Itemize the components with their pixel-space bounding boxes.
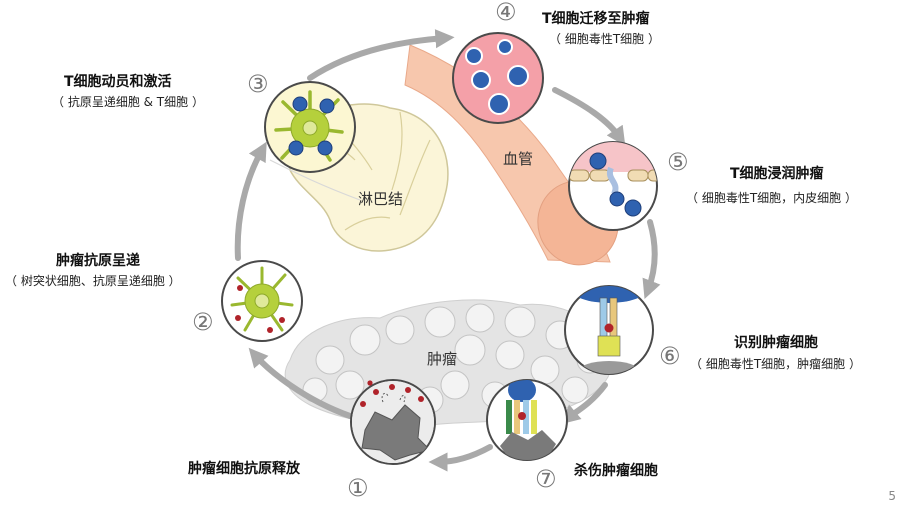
step-1-number: ① — [347, 474, 369, 502]
page-number: 5 — [888, 489, 896, 503]
step-7-title: 杀伤肿瘤细胞 — [574, 463, 658, 479]
step-4-title: T细胞迁移至肿瘤 — [542, 11, 650, 27]
step-5-illustration — [568, 141, 658, 231]
step-3-illustration — [264, 81, 356, 173]
step-5-subtitle: （ 细胞毒性T细胞，内皮细胞 ） — [686, 191, 857, 205]
step-4-number: ④ — [495, 0, 517, 26]
step-2-number: ② — [192, 308, 214, 336]
step-3-number: ③ — [247, 70, 269, 98]
step-2-illustration — [221, 260, 303, 342]
arrow-6-to-7 — [560, 382, 608, 425]
arrow-2-to-3 — [234, 141, 267, 261]
step-3-title: T细胞动员和激活 — [64, 74, 172, 90]
step-6-subtitle: （ 细胞毒性T细胞，肿瘤细胞 ） — [690, 357, 861, 371]
step-2-title: 肿瘤抗原呈递 — [56, 253, 140, 269]
step-3-subtitle: （ 抗原呈递细胞 & T细胞 ） — [52, 95, 204, 109]
step-5-number: ⑤ — [667, 148, 689, 176]
step-1-title: 肿瘤细胞抗原释放 — [188, 461, 300, 477]
blood-vessel-label: 血管 — [503, 150, 534, 168]
step-4-illustration — [452, 32, 544, 124]
arrow-4-to-5 — [552, 87, 626, 146]
step-7-illustration — [486, 379, 568, 461]
step-6-number: ⑥ — [659, 342, 681, 370]
arrow-7-to-1 — [428, 444, 493, 472]
step-7-number: ⑦ — [535, 465, 557, 493]
step-6-illustration — [564, 285, 654, 375]
step-6-title: 识别肿瘤细胞 — [734, 335, 818, 351]
step-4-subtitle: （ 细胞毒性T细胞 ） — [549, 32, 660, 46]
lymph-node-label: 淋巴结 — [358, 190, 404, 208]
step-2-subtitle: （ 树突状细胞、抗原呈递细胞 ） — [5, 274, 181, 288]
step-5-title: T细胞浸润肿瘤 — [730, 166, 824, 182]
tumor-label: 肿瘤 — [427, 350, 458, 368]
arrow-3-to-4 — [307, 29, 455, 81]
cycle-arrows — [234, 29, 661, 472]
step-1-illustration — [350, 379, 436, 465]
arrow-5-to-6 — [642, 219, 661, 299]
arrow-1-to-2 — [248, 347, 353, 419]
